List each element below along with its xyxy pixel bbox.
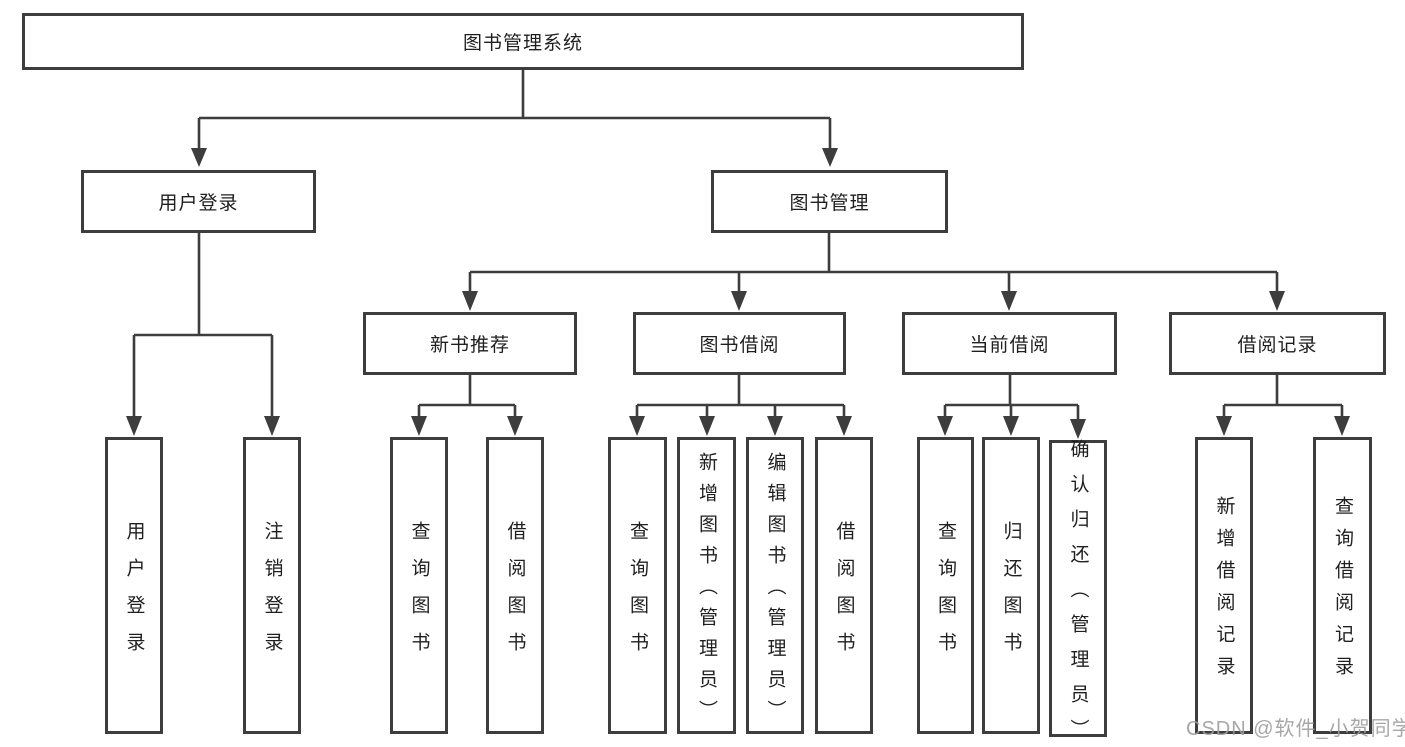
- node-book-borrowing: 图书借阅: [633, 312, 846, 375]
- node-user-login: 用户登录: [81, 170, 316, 233]
- leaf-confirm-return-admin-label: 确认归还（管理员）: [1067, 439, 1089, 747]
- leaf-query-books-recommend-label: 查询图书: [408, 520, 430, 669]
- node-current-borrowing-label: 当前借阅: [969, 335, 1050, 356]
- node-book-borrowing-label: 图书借阅: [699, 335, 780, 356]
- leaf-query-borrow-record: 查询借阅记录: [1313, 437, 1372, 734]
- leaf-user-login: 用户登录: [105, 437, 163, 734]
- leaf-query-books-recommend: 查询图书: [390, 437, 448, 734]
- leaf-borrow-books-borrowing: 借阅图书: [815, 437, 873, 734]
- node-borrowing-records-label: 借阅记录: [1237, 335, 1318, 356]
- leaf-logout-label: 注销登录: [261, 520, 283, 669]
- node-book-management-label: 图书管理: [789, 193, 870, 214]
- node-borrowing-records: 借阅记录: [1169, 312, 1386, 375]
- leaf-query-borrow-record-label: 查询借阅记录: [1332, 496, 1353, 688]
- node-new-book-recommendation-label: 新书推荐: [429, 335, 510, 356]
- leaf-edit-books-admin-label: 编辑图书（管理员）: [764, 452, 786, 731]
- leaf-add-books-admin: 新增图书（管理员）: [677, 437, 736, 734]
- leaf-return-books-label: 归还图书: [1000, 520, 1022, 669]
- node-library-system-label: 图书管理系统: [462, 33, 583, 54]
- node-library-system: 图书管理系统: [22, 13, 1024, 70]
- leaf-query-books-current: 查询图书: [917, 437, 974, 734]
- leaf-borrow-books-recommend: 借阅图书: [486, 437, 544, 734]
- leaf-user-login-label: 用户登录: [123, 520, 145, 669]
- leaf-logout: 注销登录: [243, 437, 301, 734]
- watermark-text: CSDN @软件_小贺同学: [1186, 718, 1405, 740]
- node-user-login-label: 用户登录: [158, 193, 239, 214]
- watermark: CSDN @软件_小贺同学: [1186, 712, 1405, 741]
- leaf-add-borrow-record: 新增借阅记录: [1195, 437, 1253, 734]
- node-new-book-recommendation: 新书推荐: [363, 312, 577, 375]
- leaf-borrow-books-recommend-label: 借阅图书: [504, 520, 526, 669]
- leaf-query-books-borrowing: 查询图书: [608, 437, 667, 734]
- leaf-query-books-current-label: 查询图书: [935, 520, 956, 669]
- leaf-add-borrow-record-label: 新增借阅记录: [1213, 496, 1235, 688]
- leaf-confirm-return-admin: 确认归还（管理员）: [1049, 439, 1107, 747]
- node-current-borrowing: 当前借阅: [902, 312, 1117, 375]
- leaf-borrow-books-borrowing-label: 借阅图书: [833, 520, 855, 669]
- node-book-management: 图书管理: [711, 170, 948, 233]
- leaf-query-books-borrowing-label: 查询图书: [627, 520, 648, 669]
- leaf-return-books: 归还图书: [982, 437, 1040, 734]
- leaf-edit-books-admin: 编辑图书（管理员）: [746, 437, 804, 734]
- leaf-add-books-admin-label: 新增图书（管理员）: [696, 452, 717, 731]
